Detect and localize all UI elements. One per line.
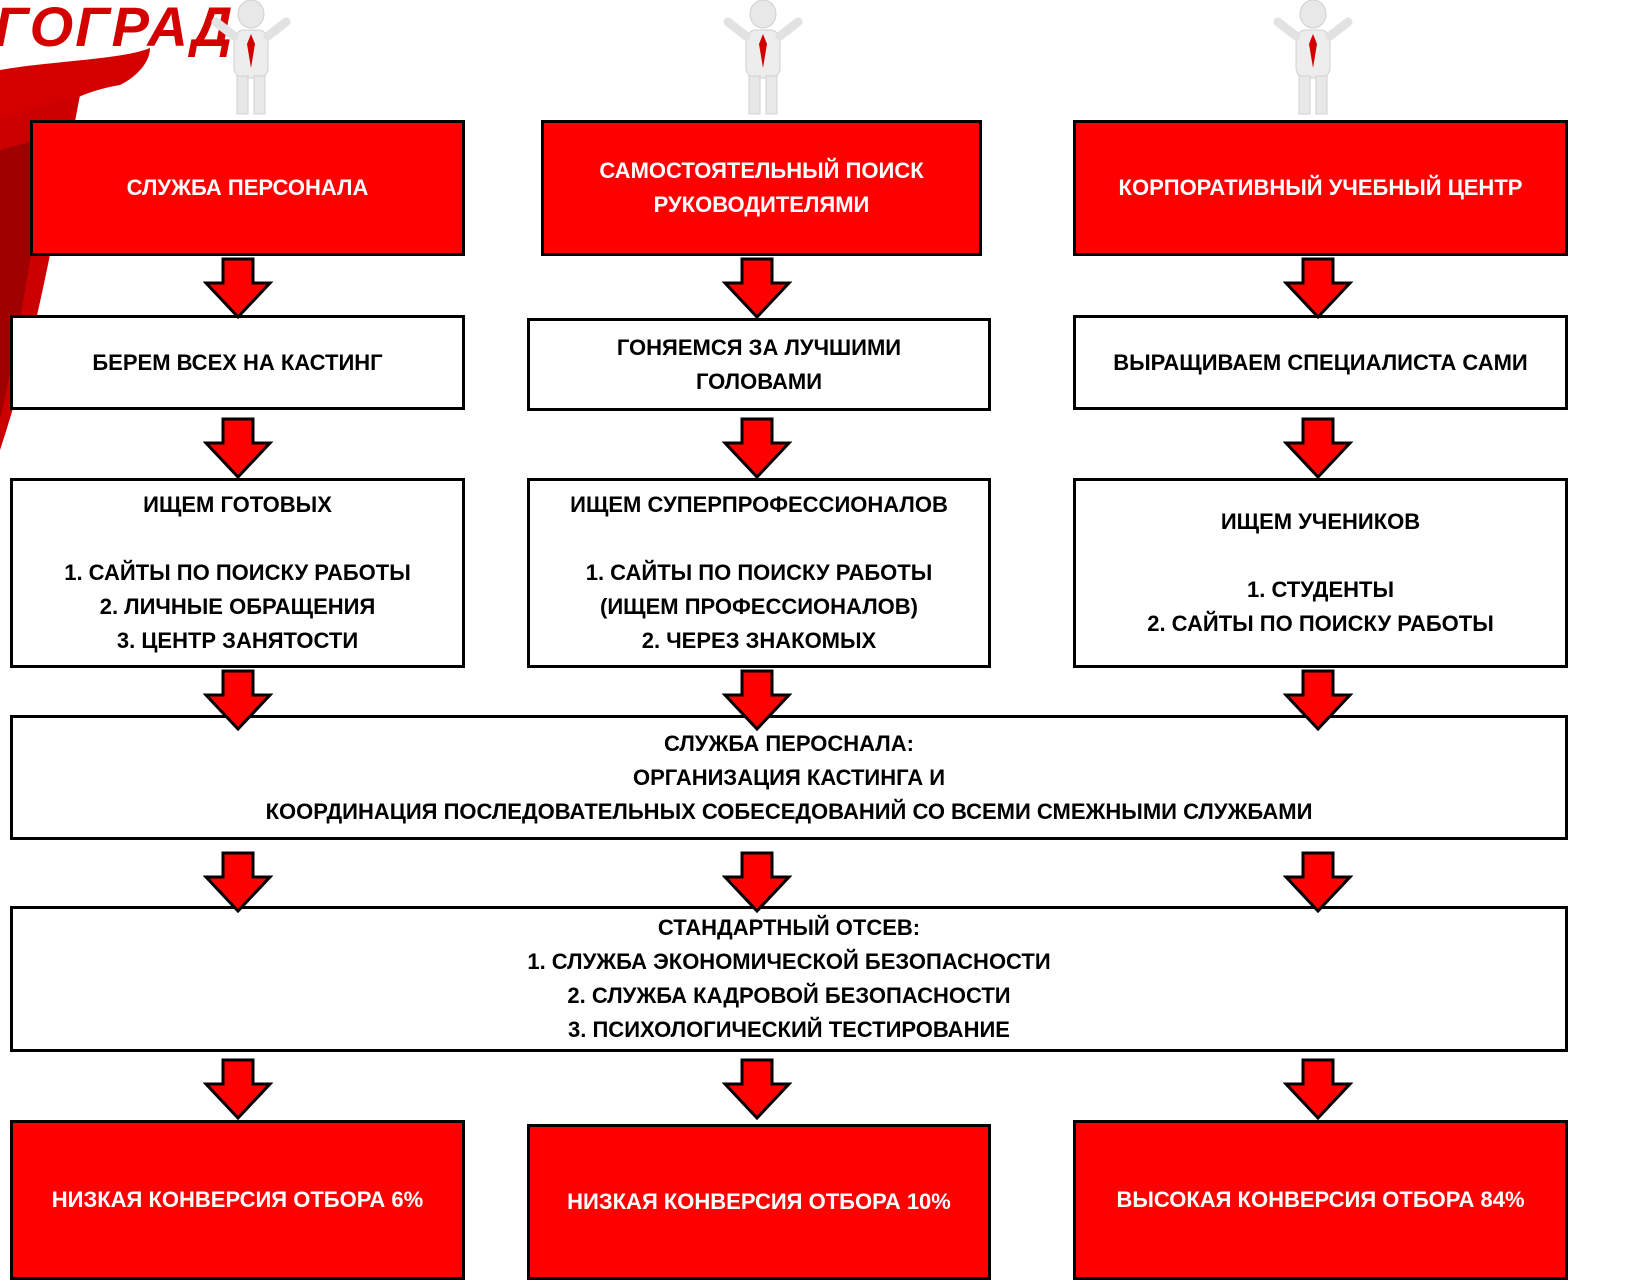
search-item: 1. САЙТЫ ПО ПОИСКУ РАБОТЫ (64, 560, 411, 585)
search-item: (ИЩЕМ ПРОФЕССИОНАЛОВ) (600, 594, 918, 619)
result-label: НИЗКАЯ КОНВЕРСИЯ ОТБОРА 6% (51, 1187, 424, 1212)
approach-box-casting: БЕРЕМ ВСЕХ НА КАСТИНГ (10, 315, 465, 410)
down-arrow-icon (722, 669, 792, 731)
search-box-superpro: ИЩЕМ СУПЕРПРОФЕССИОНАЛОВ 1. САЙТЫ ПО ПОИ… (527, 478, 991, 668)
approach-box-best-heads: ГОНЯЕМСЯ ЗА ЛУЧШИМИ ГОЛОВАМИ (527, 318, 991, 411)
down-arrow-icon (203, 851, 273, 913)
result-box-6: НИЗКАЯ КОНВЕРСИЯ ОТБОРА 6% (10, 1120, 465, 1280)
search-item: 3. ЦЕНТР ЗАНЯТОСТИ (116, 628, 359, 653)
header-label: САМОСТОЯТЕЛЬНЫЙ ПОИСК (599, 158, 924, 183)
down-arrow-icon (1283, 1058, 1353, 1120)
approach-box-grow-own: ВЫРАЩИВАЕМ СПЕЦИАЛИСТА САМИ (1073, 315, 1568, 410)
search-item: 2. ЛИЧНЫЕ ОБРАЩЕНИЯ (99, 594, 376, 619)
header-label: РУКОВОДИТЕЛЯМИ (653, 192, 870, 217)
search-title: ИЩЕМ СУПЕРПРОФЕССИОНАЛОВ (570, 492, 948, 517)
search-title: ИЩЕМ ГОТОВЫХ (143, 492, 332, 517)
result-label: НИЗКАЯ КОНВЕРСИЯ ОТБОРА 10% (567, 1189, 951, 1214)
search-item: 1. СТУДЕНТЫ (1246, 577, 1395, 602)
businessman-figure-icon (211, 0, 291, 115)
result-box-10: НИЗКАЯ КОНВЕРСИЯ ОТБОРА 10% (527, 1124, 991, 1280)
businessman-figure-icon (723, 0, 803, 115)
screening-line: 1. СЛУЖБА ЭКОНОМИЧЕСКОЙ БЕЗОПАСНОСТИ (527, 949, 1051, 974)
down-arrow-icon (1283, 257, 1353, 319)
screening-box: СТАНДАРТНЫЙ ОТСЕВ: 1. СЛУЖБА ЭКОНОМИЧЕСК… (10, 906, 1568, 1052)
search-box-ready: ИЩЕМ ГОТОВЫХ 1. САЙТЫ ПО ПОИСКУ РАБОТЫ 2… (10, 478, 465, 668)
down-arrow-icon (722, 1058, 792, 1120)
header-label: КОРПОРАТИВНЫЙ УЧЕБНЫЙ ЦЕНТР (1118, 175, 1523, 200)
casting-box: СЛУЖБА ПЕРОСНАЛА: ОРГАНИЗАЦИЯ КАСТИНГА И… (10, 715, 1568, 840)
down-arrow-icon (1283, 417, 1353, 479)
down-arrow-icon (203, 257, 273, 319)
down-arrow-icon (722, 417, 792, 479)
casting-line: ОРГАНИЗАЦИЯ КАСТИНГА И (632, 764, 946, 790)
down-arrow-icon (203, 669, 273, 731)
screening-line: 3. ПСИХОЛОГИЧЕСКИЙ ТЕСТИРОВАНИЕ (568, 1017, 1010, 1042)
search-title: ИЩЕМ УЧЕНИКОВ (1220, 509, 1421, 534)
screening-line: 2. СЛУЖБА КАДРОВОЙ БЕЗОПАСНОСТИ (567, 983, 1011, 1008)
approach-label: ВЫРАЩИВАЕМ СПЕЦИАЛИСТА САМИ (1113, 349, 1528, 375)
header-box-self-search: САМОСТОЯТЕЛЬНЫЙ ПОИСК РУКОВОДИТЕЛЯМИ (541, 120, 982, 256)
result-label: ВЫСОКАЯ КОНВЕРСИЯ ОТБОРА 84% (1116, 1187, 1525, 1212)
header-label: СЛУЖБА ПЕРСОНАЛА (126, 175, 369, 200)
casting-line: КООРДИНАЦИЯ ПОСЛЕДОВАТЕЛЬНЫХ СОБЕСЕДОВАН… (265, 798, 1313, 824)
down-arrow-icon (722, 851, 792, 913)
search-box-students: ИЩЕМ УЧЕНИКОВ 1. СТУДЕНТЫ 2. САЙТЫ ПО ПО… (1073, 478, 1568, 668)
down-arrow-icon (203, 1058, 273, 1120)
search-item: 1. САЙТЫ ПО ПОИСКУ РАБОТЫ (585, 560, 933, 585)
businessman-figure-icon (1273, 0, 1353, 115)
down-arrow-icon (722, 257, 792, 319)
result-box-84: ВЫСОКАЯ КОНВЕРСИЯ ОТБОРА 84% (1073, 1120, 1568, 1280)
header-box-training-center: КОРПОРАТИВНЫЙ УЧЕБНЫЙ ЦЕНТР (1073, 120, 1568, 256)
down-arrow-icon (203, 417, 273, 479)
approach-label: ГОНЯЕМСЯ ЗА ЛУЧШИМИ (616, 334, 902, 360)
search-item: 2. САЙТЫ ПО ПОИСКУ РАБОТЫ (1147, 611, 1494, 636)
logo-text: ГОГРАД (0, 0, 235, 58)
approach-label: ГОЛОВАМИ (695, 368, 823, 394)
search-item: 2. ЧЕРЕЗ ЗНАКОМЫХ (641, 628, 877, 653)
header-box-hr-service: СЛУЖБА ПЕРСОНАЛА (30, 120, 465, 256)
casting-line: СЛУЖБА ПЕРОСНАЛА: (664, 730, 914, 756)
screening-line: СТАНДАРТНЫЙ ОТСЕВ: (657, 915, 921, 940)
down-arrow-icon (1283, 669, 1353, 731)
approach-label: БЕРЕМ ВСЕХ НА КАСТИНГ (92, 349, 383, 375)
down-arrow-icon (1283, 851, 1353, 913)
